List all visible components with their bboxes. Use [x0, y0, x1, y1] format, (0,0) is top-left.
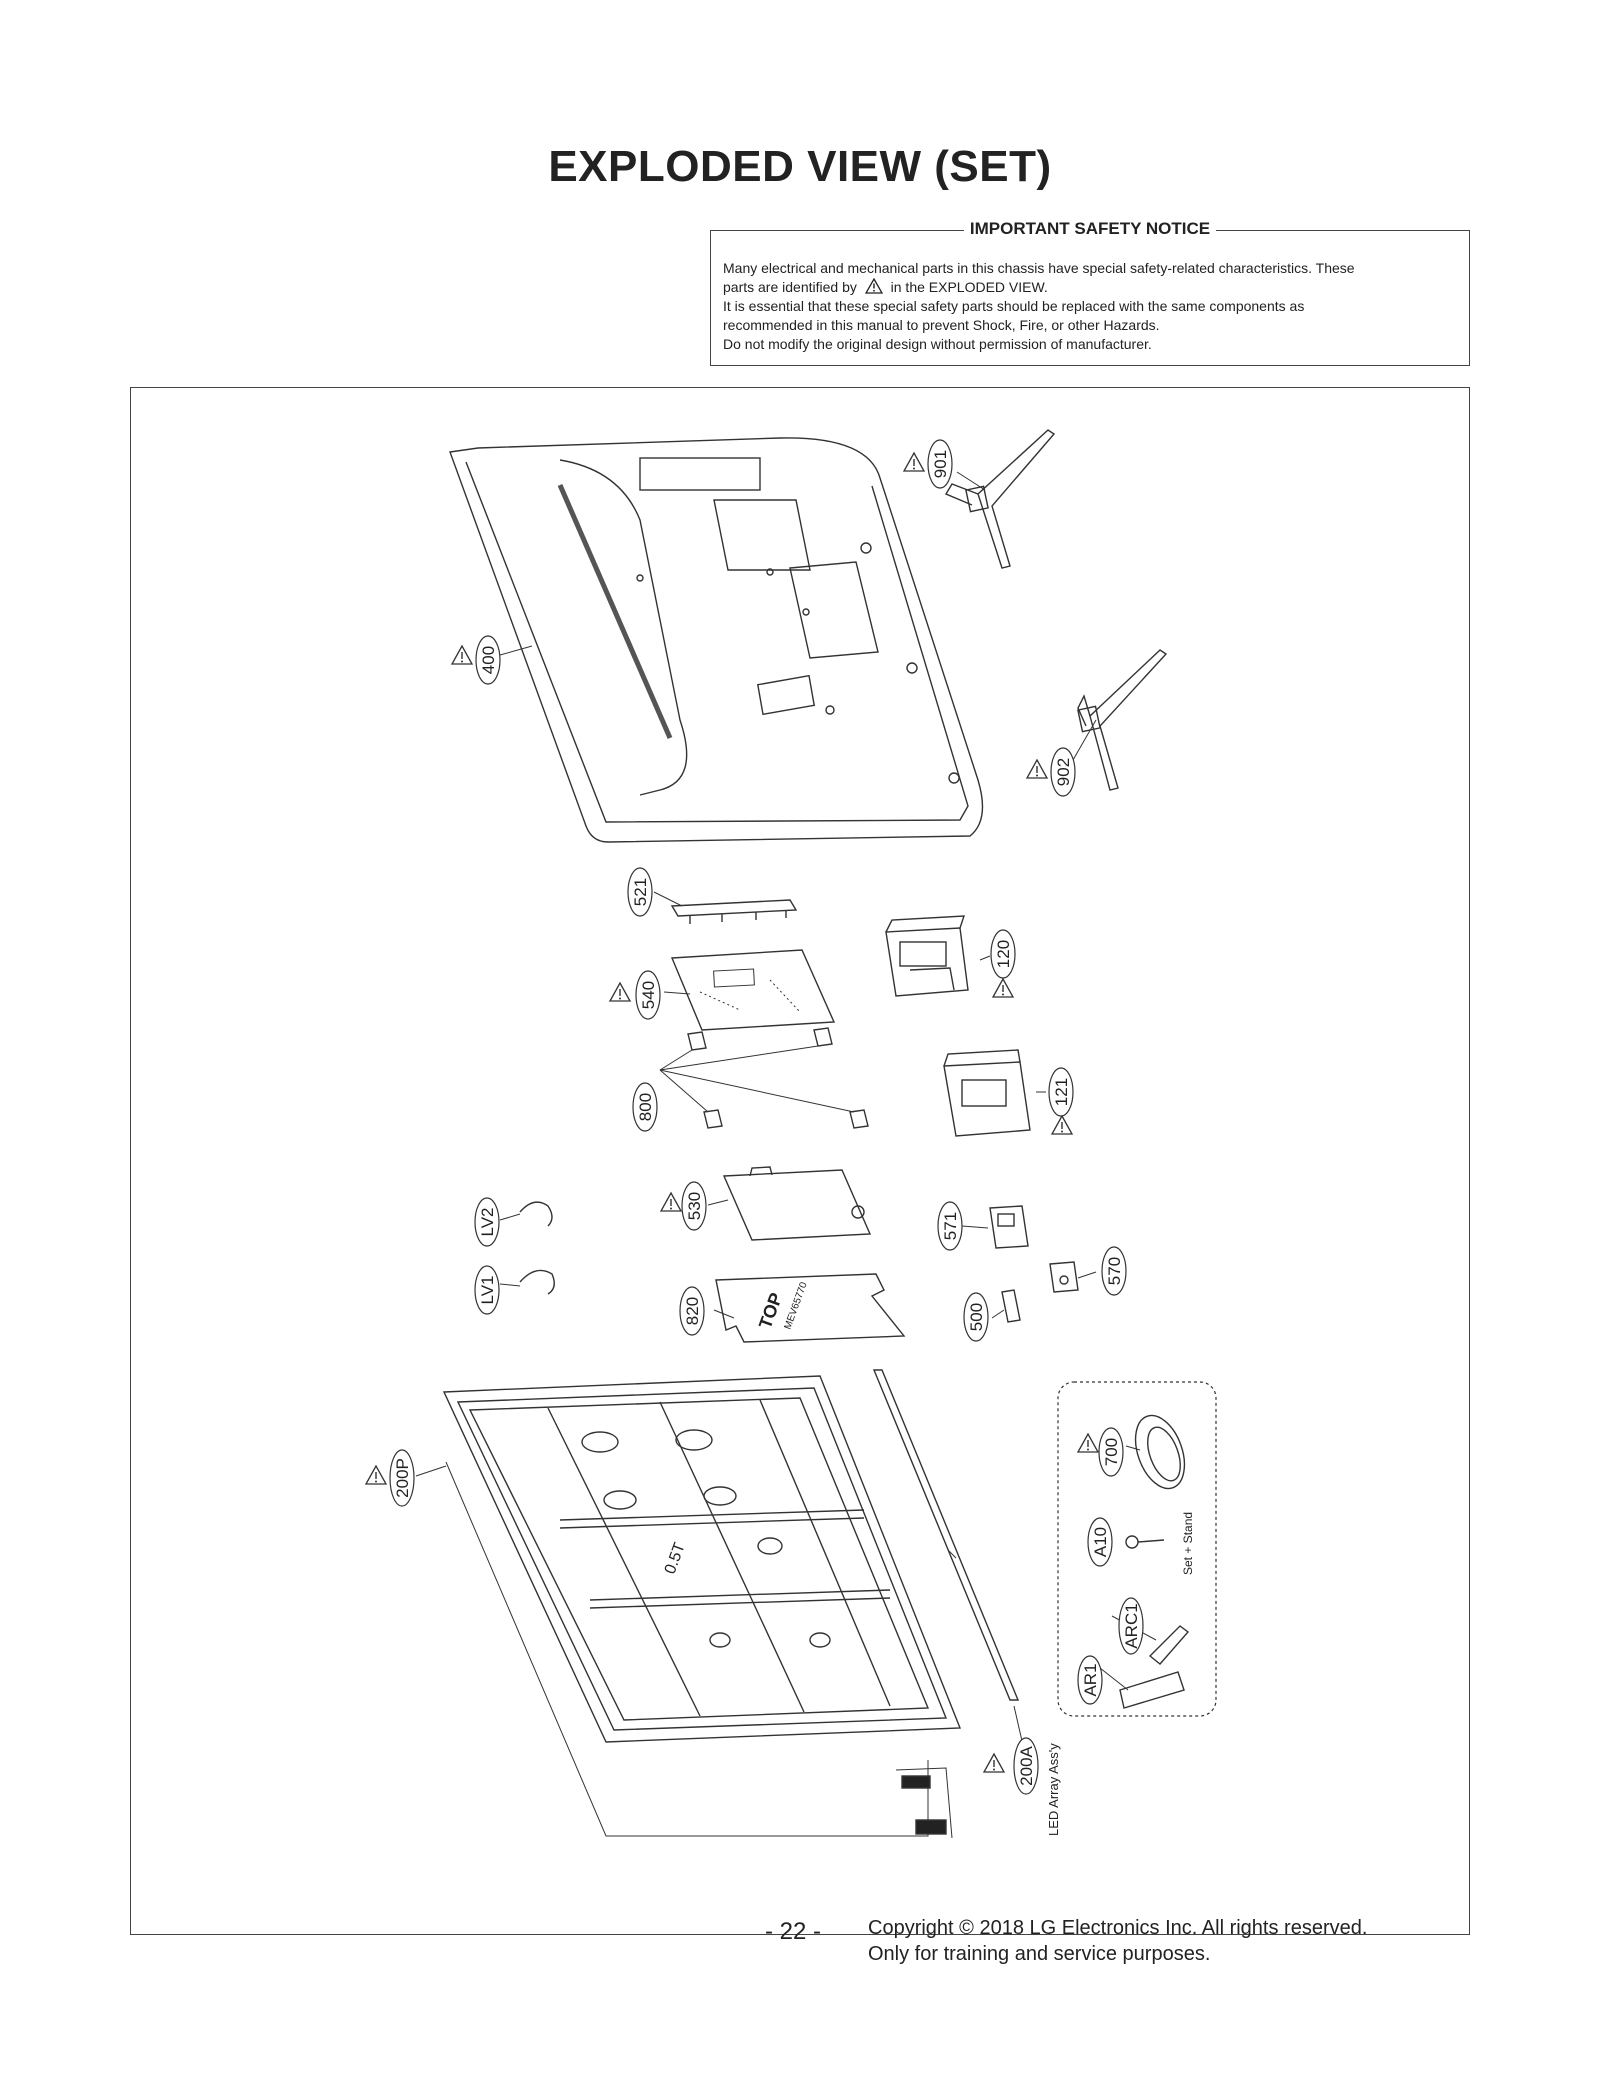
shield-530-part: [722, 1166, 872, 1241]
callout-901: 901: [927, 439, 953, 489]
callout-570: 570: [1101, 1246, 1127, 1296]
panel-200p-part: [442, 1375, 962, 1839]
model-mark-label: MEV65770: [782, 1280, 809, 1331]
led-array-label: LED Array Ass'y: [1046, 1743, 1061, 1836]
callout-lv1: LV1: [474, 1265, 500, 1315]
warning-700-icon: [1077, 1433, 1099, 1453]
svg-text:400: 400: [479, 646, 498, 674]
copyright-notice: Copyright © 2018 LG Electronics Inc. All…: [868, 1917, 1368, 1965]
svg-text:700: 700: [1102, 1438, 1121, 1466]
svg-text:LV1: LV1: [478, 1276, 497, 1305]
svg-text:121: 121: [1052, 1078, 1071, 1106]
back-cover-part: [449, 437, 984, 843]
button-500-part: [1001, 1289, 1021, 1323]
warning-121-icon: [1051, 1115, 1073, 1135]
exploded-view-frame: [130, 387, 1470, 1935]
board-570-part: [1049, 1261, 1079, 1293]
svg-text:200P: 200P: [393, 1458, 412, 1498]
svg-text:A10: A10: [1091, 1527, 1110, 1557]
callout-lv2: LV2: [474, 1197, 500, 1247]
callout-700: 700: [1098, 1427, 1124, 1477]
callout-820: 820: [679, 1286, 705, 1336]
page-title: EXPLODED VIEW (SET): [548, 142, 1052, 191]
callout-121: 121: [1048, 1067, 1074, 1117]
warning-400-icon: [451, 645, 473, 665]
safety-notice-body: Many electrical and mechanical parts in …: [723, 260, 1355, 352]
callout-200p: 200P: [389, 1449, 415, 1507]
svg-text:ARC1: ARC1: [1122, 1603, 1141, 1648]
callout-540: 540: [635, 970, 661, 1020]
svg-text:521: 521: [631, 878, 650, 906]
callout-120: 120: [990, 929, 1016, 979]
callout-400: 400: [475, 635, 501, 685]
main-board-540-part: [670, 949, 836, 1031]
svg-text:800: 800: [636, 1093, 655, 1121]
cable-lv2-part: [519, 1201, 553, 1227]
callout-902: 902: [1050, 747, 1076, 797]
top-mark-label: TOP: [755, 1290, 786, 1331]
warning-902-icon: [1026, 759, 1048, 779]
page-number: - 22 -: [765, 1918, 822, 1945]
safety-notice-box: IMPORTANT SAFETY NOTICE Many electrical …: [710, 219, 1470, 366]
callout-200a: 200A: [1013, 1737, 1039, 1795]
svg-text:500: 500: [967, 1303, 986, 1331]
callout-530: 530: [681, 1181, 707, 1231]
stand-right-part: [1077, 649, 1168, 791]
clips-800-part: [659, 1027, 869, 1129]
warning-530-icon: [660, 1192, 682, 1212]
warning-triangle-icon: [864, 277, 883, 294]
warning-120-icon: [992, 978, 1014, 998]
callout-500: 500: [963, 1292, 989, 1342]
warning-200a-icon: [983, 1753, 1005, 1773]
board-121-part: [943, 1049, 1031, 1137]
warning-540-icon: [609, 982, 631, 1002]
callout-571: 571: [937, 1201, 963, 1251]
callout-a10: A10: [1087, 1517, 1113, 1567]
callout-arc1: ARC1: [1118, 1597, 1144, 1655]
svg-text:AR1: AR1: [1081, 1663, 1100, 1696]
remote-control-part: [1119, 1625, 1190, 1709]
board-571-part: [989, 1205, 1029, 1249]
screw-a10-part: [1125, 1535, 1165, 1549]
svg-text:540: 540: [639, 981, 658, 1009]
svg-text:570: 570: [1105, 1257, 1124, 1285]
svg-text:LV2: LV2: [478, 1208, 497, 1237]
svg-text:571: 571: [941, 1212, 960, 1240]
svg-text:530: 530: [685, 1192, 704, 1220]
callout-521: 521: [627, 867, 653, 917]
svg-text:120: 120: [994, 940, 1013, 968]
svg-text:820: 820: [683, 1297, 702, 1325]
svg-text:901: 901: [931, 450, 950, 478]
power-board-120-part: [885, 915, 969, 997]
bracket-521-part: [670, 899, 798, 924]
thickness-mark-label: 0.5T: [662, 1540, 689, 1576]
warning-200p-icon: [365, 1465, 387, 1485]
accessory-group: [1057, 1381, 1217, 1717]
led-array-200a-part: [872, 1369, 1020, 1701]
warning-901-icon: [903, 452, 925, 472]
safety-notice-heading: IMPORTANT SAFETY NOTICE: [711, 219, 1469, 239]
stand-left-part: [944, 429, 1056, 569]
callout-800: 800: [632, 1082, 658, 1132]
svg-text:200A: 200A: [1017, 1745, 1036, 1785]
sheet-820-part: [715, 1273, 906, 1343]
set-stand-label: Set + Stand: [1181, 1512, 1195, 1575]
cable-lv1-part: [519, 1269, 555, 1295]
svg-text:902: 902: [1054, 758, 1073, 786]
callout-ar1: AR1: [1077, 1655, 1103, 1705]
